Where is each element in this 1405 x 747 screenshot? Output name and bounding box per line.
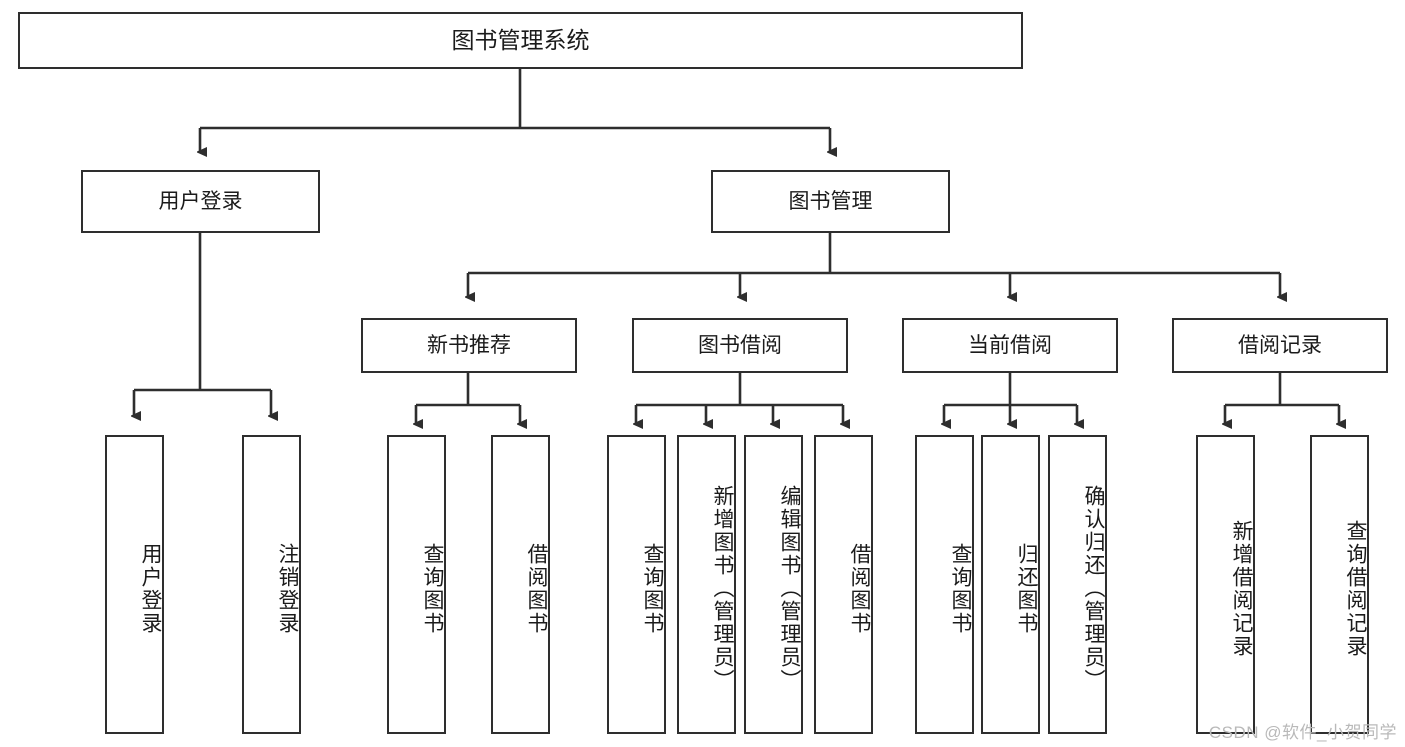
node-leaf-query-book-2-label: 查询图书 bbox=[641, 542, 664, 635]
node-leaf-user-login[interactable]: 用户登录 bbox=[105, 435, 164, 734]
node-leaf-query-book-3-label: 查询图书 bbox=[949, 542, 972, 635]
node-root-label: 图书管理系统 bbox=[451, 26, 590, 53]
node-current-borrow-label: 当前借阅 bbox=[968, 333, 1052, 357]
node-book-borrow-label: 图书借阅 bbox=[698, 333, 782, 357]
node-leaf-add-book[interactable]: 新增图书（管理员） bbox=[677, 435, 736, 734]
node-leaf-query-record-label: 查询借阅记录 bbox=[1344, 519, 1367, 658]
node-leaf-borrow-book-2-label: 借阅图书 bbox=[848, 542, 871, 635]
node-leaf-add-book-label: 新增图书（管理员） bbox=[711, 485, 734, 692]
node-user-login-label: 用户登录 bbox=[158, 189, 243, 213]
node-new-book-recommend[interactable]: 新书推荐 bbox=[361, 318, 577, 373]
node-book-borrow[interactable]: 图书借阅 bbox=[632, 318, 848, 373]
node-book-management-label: 图书管理 bbox=[788, 189, 873, 213]
node-leaf-borrow-book-1[interactable]: 借阅图书 bbox=[491, 435, 550, 734]
node-leaf-query-book-2[interactable]: 查询图书 bbox=[607, 435, 666, 734]
node-leaf-borrow-book-2[interactable]: 借阅图书 bbox=[814, 435, 873, 734]
node-root[interactable]: 图书管理系统 bbox=[18, 12, 1023, 69]
node-borrow-record-label: 借阅记录 bbox=[1238, 333, 1322, 357]
node-leaf-add-record[interactable]: 新增借阅记录 bbox=[1196, 435, 1255, 734]
node-leaf-logout-login-label: 注销登录 bbox=[276, 542, 299, 635]
node-leaf-edit-book[interactable]: 编辑图书（管理员） bbox=[744, 435, 803, 734]
node-leaf-query-book-1[interactable]: 查询图书 bbox=[387, 435, 446, 734]
node-user-login[interactable]: 用户登录 bbox=[81, 170, 320, 233]
node-leaf-query-record[interactable]: 查询借阅记录 bbox=[1310, 435, 1369, 734]
csdn-watermark: CSDN @软件_小贺同学 bbox=[1208, 723, 1397, 742]
node-leaf-add-record-label: 新增借阅记录 bbox=[1230, 519, 1253, 658]
node-leaf-confirm-return-label: 确认归还（管理员） bbox=[1082, 485, 1105, 692]
node-leaf-edit-book-label: 编辑图书（管理员） bbox=[778, 485, 801, 692]
node-leaf-return-book-label: 归还图书 bbox=[1015, 542, 1038, 635]
node-leaf-user-login-label: 用户登录 bbox=[139, 542, 162, 635]
node-leaf-query-book-3[interactable]: 查询图书 bbox=[915, 435, 974, 734]
node-current-borrow[interactable]: 当前借阅 bbox=[902, 318, 1118, 373]
node-leaf-return-book[interactable]: 归还图书 bbox=[981, 435, 1040, 734]
node-borrow-record[interactable]: 借阅记录 bbox=[1172, 318, 1388, 373]
node-book-management[interactable]: 图书管理 bbox=[711, 170, 950, 233]
node-leaf-logout-login[interactable]: 注销登录 bbox=[242, 435, 301, 734]
node-leaf-query-book-1-label: 查询图书 bbox=[421, 542, 444, 635]
node-leaf-confirm-return[interactable]: 确认归还（管理员） bbox=[1048, 435, 1107, 734]
node-leaf-borrow-book-1-label: 借阅图书 bbox=[525, 542, 548, 635]
node-new-book-recommend-label: 新书推荐 bbox=[427, 333, 511, 357]
